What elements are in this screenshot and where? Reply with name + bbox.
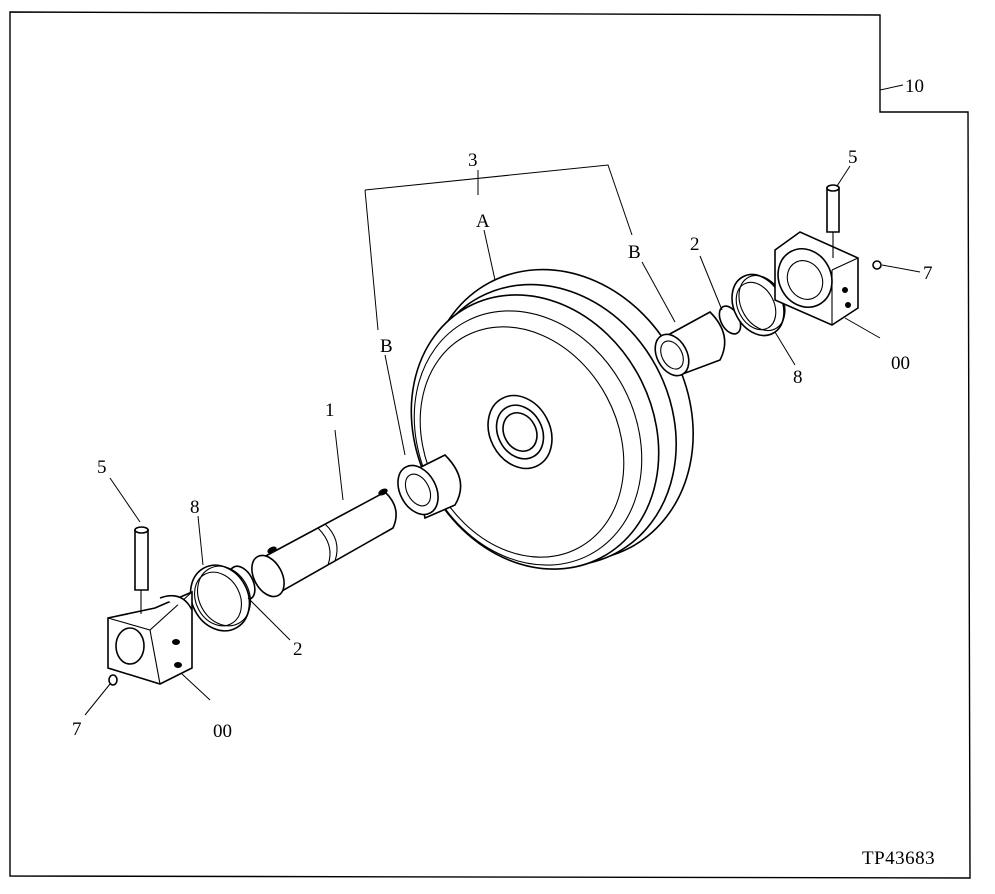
drawing-code: TP43683 [862,848,935,869]
label-pin-left: 5 [97,457,107,478]
label-seal-right: 8 [793,367,803,388]
shaft [251,488,397,598]
frame-border [9,11,971,879]
bushing-left [397,454,462,520]
label-oring-left: 2 [293,639,303,660]
plug-left [108,674,118,686]
plug-right [872,260,882,270]
idler-wheel [410,268,694,570]
bracket-right [774,231,859,326]
label-bushing-right: B [628,242,641,263]
label-pin-right: 5 [848,147,858,168]
label-bushing-left: B [380,336,393,357]
label-idler: A [476,211,490,232]
label-frame: 10 [905,76,924,97]
label-assembly: 3 [468,150,478,171]
assembly-bracket [364,164,676,456]
pin-left [134,526,149,614]
bushing-right [654,311,726,377]
label-oring-right: 2 [690,234,700,255]
label-plug-right: 7 [923,263,933,284]
label-bracket-right: 00 [891,353,910,374]
label-bracket-left: 00 [213,721,232,742]
pin-right [826,184,840,258]
seal-left [189,564,251,632]
label-shaft: 1 [325,400,335,421]
bracket-left [107,590,193,685]
label-plug-left: 7 [72,719,82,740]
label-seal-left: 8 [190,497,200,518]
leader-lines [84,165,921,716]
frame-leader [879,84,904,91]
